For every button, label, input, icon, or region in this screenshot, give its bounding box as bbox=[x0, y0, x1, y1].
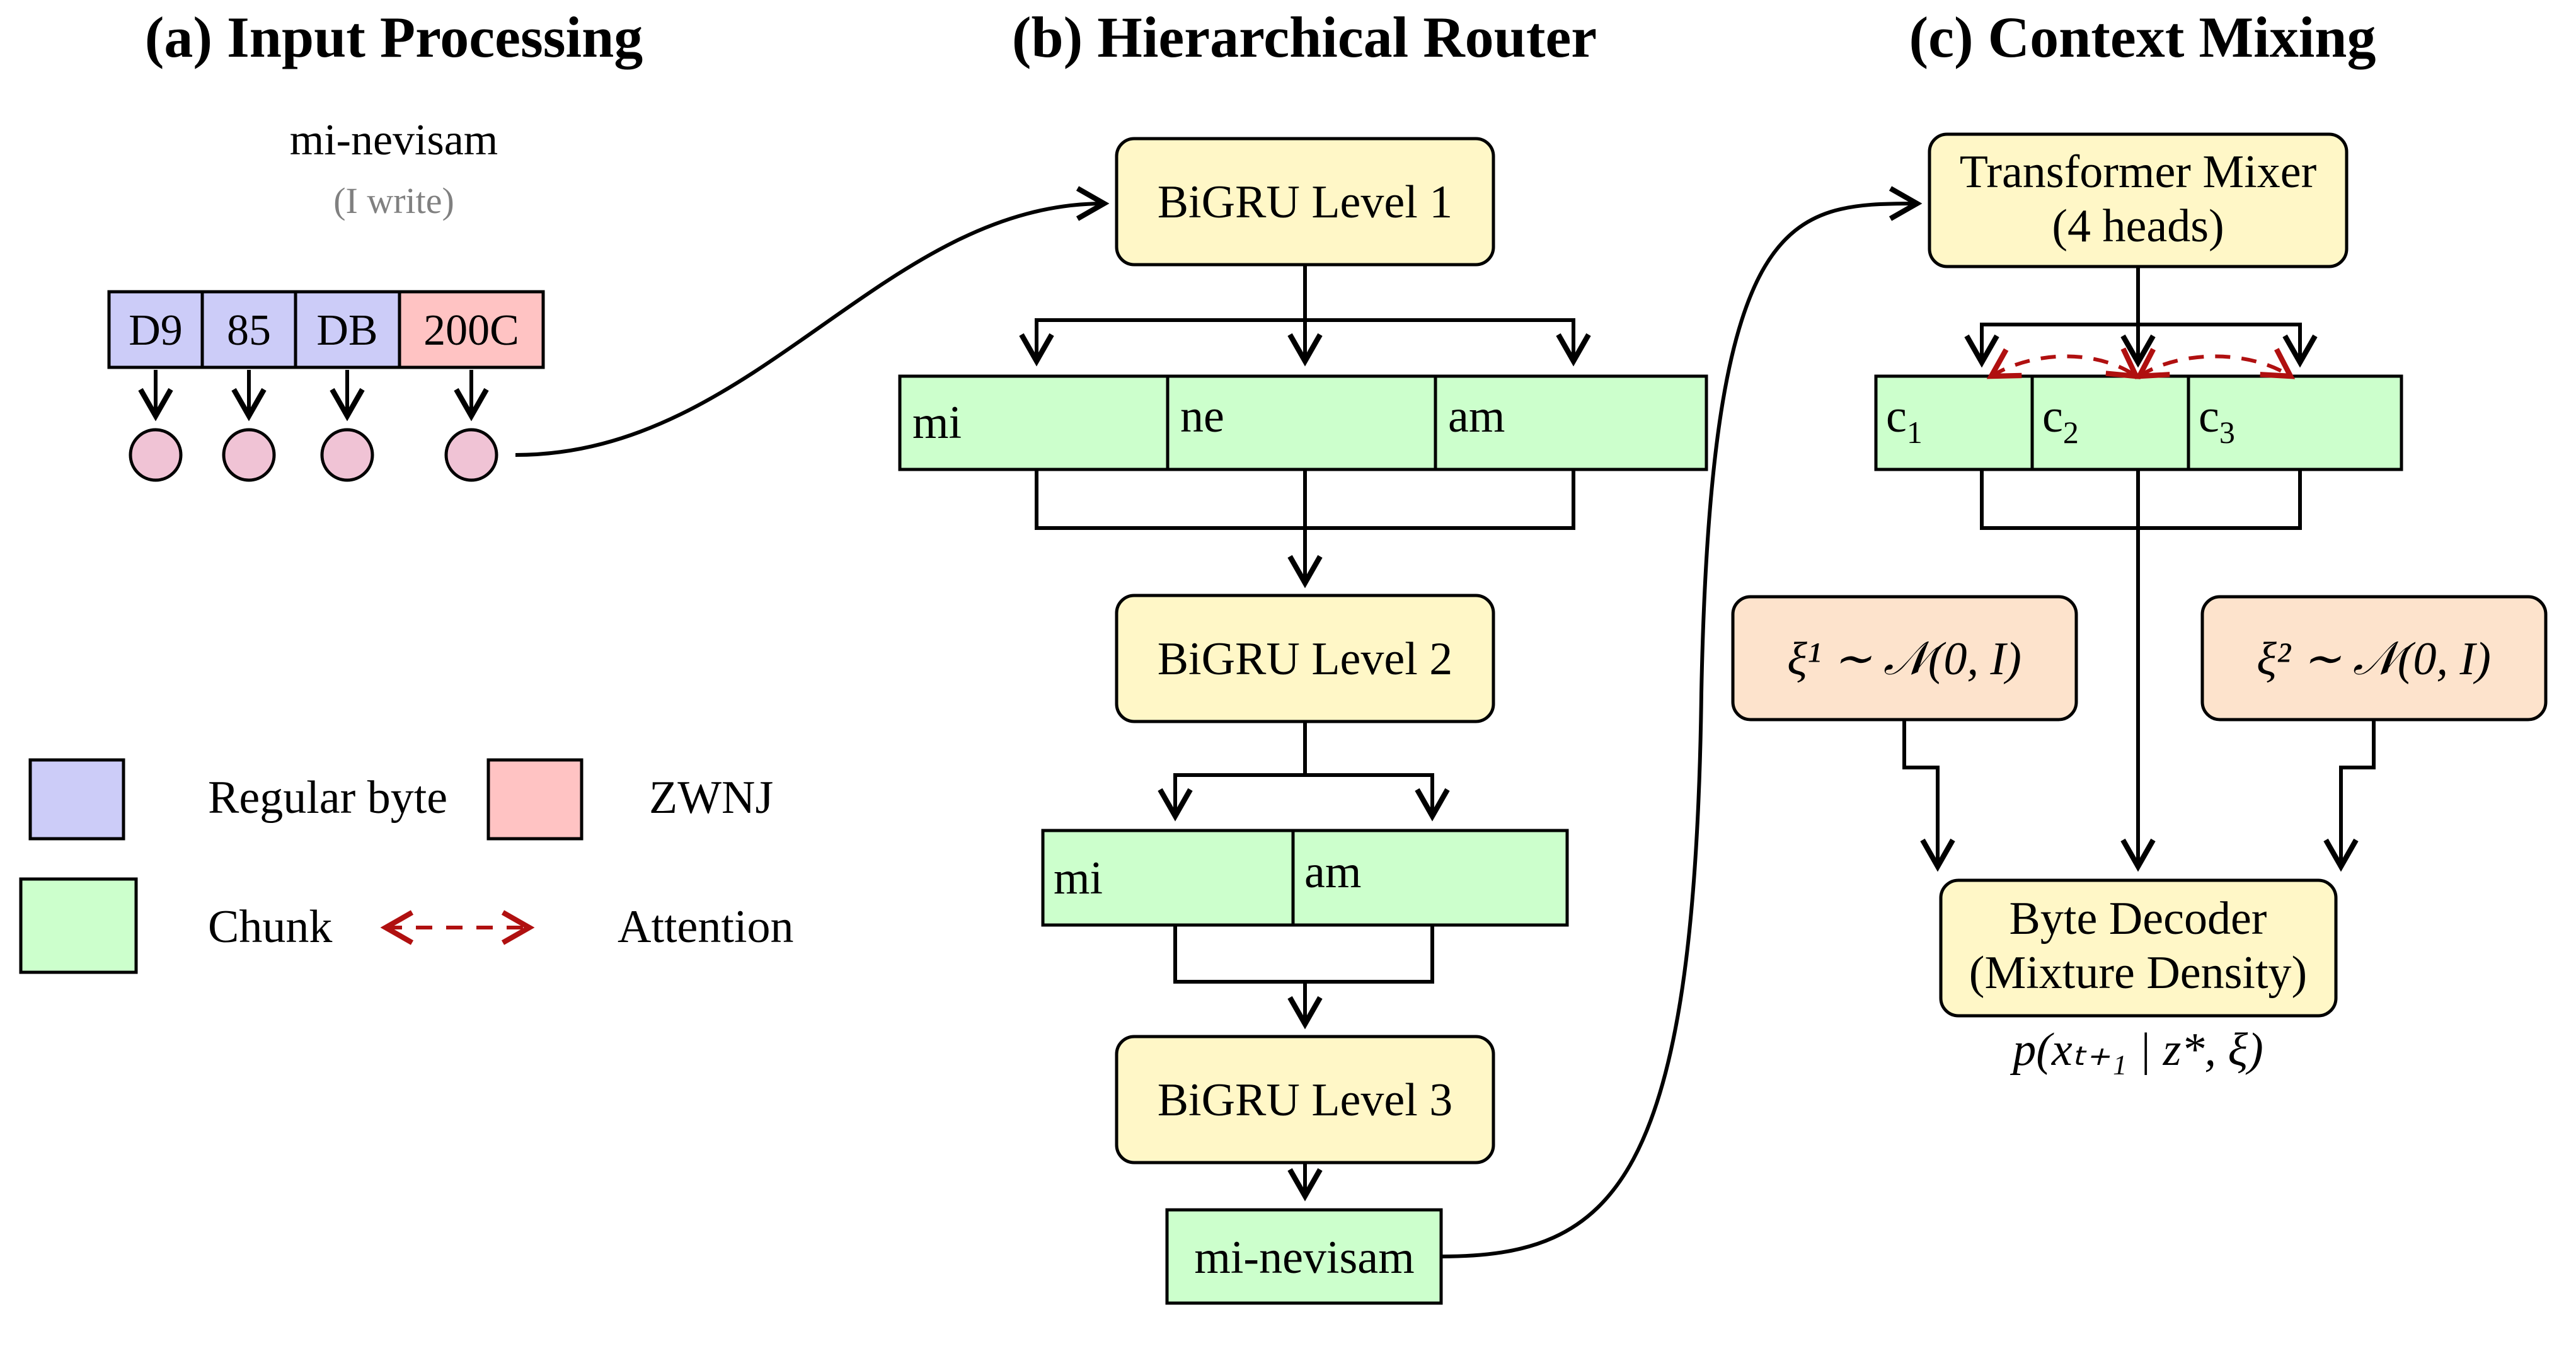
chunk-cell bbox=[898, 374, 1170, 471]
noise-to-decoder-arrows bbox=[1902, 720, 2376, 872]
bigru-level-3-label: BiGRU Level 3 bbox=[1158, 1074, 1453, 1126]
legend-attention-label: Attention bbox=[618, 901, 794, 953]
byte-row: D9 85 DB 200C bbox=[107, 290, 545, 369]
byte-embeddings bbox=[129, 428, 498, 482]
input-to-router-arrow bbox=[515, 186, 1110, 457]
level2-chunk-row: mi am bbox=[1041, 829, 1569, 927]
byte-cell bbox=[200, 290, 297, 369]
input-word: mi-nevisam bbox=[290, 116, 498, 164]
byte-decoder-block bbox=[1939, 878, 2338, 1018]
context-chunk-label: c3 bbox=[2199, 391, 2235, 450]
byte-label: DB bbox=[316, 306, 377, 355]
bigru-level-1-label: BiGRU Level 1 bbox=[1158, 176, 1453, 228]
chunk-cell bbox=[1166, 374, 1437, 471]
level1-chunk-row: mi ne am bbox=[898, 374, 1708, 471]
noise-1-label: ξ¹ ∼ 𝒩(0, I) bbox=[1787, 633, 2021, 685]
embedding-node bbox=[129, 428, 183, 482]
input-gloss: (I write) bbox=[333, 180, 454, 221]
context-chunk-cell bbox=[1874, 374, 2034, 471]
mixer-title: Transformer Mixer bbox=[1960, 146, 2317, 198]
byte-label: 200C bbox=[423, 306, 519, 355]
embedding-node bbox=[444, 428, 498, 482]
router-output-chunk bbox=[1165, 1208, 1443, 1305]
decoder-formula: p(xₜ₊₁ | z*, ξ) bbox=[2010, 1024, 2263, 1076]
chunk-label: am bbox=[1448, 391, 1505, 442]
mixer-split-arrows bbox=[1964, 267, 2318, 368]
level2-split-arrows bbox=[1158, 721, 1450, 822]
chunk-label: am bbox=[1304, 846, 1361, 898]
legend-chunk-label: Chunk bbox=[208, 901, 332, 953]
router-output-label: mi-nevisam bbox=[1194, 1232, 1414, 1284]
bigru-level-2-label: BiGRU Level 2 bbox=[1158, 633, 1453, 685]
panel-c-title: (c) Context Mixing bbox=[1909, 5, 2376, 69]
legend-regular-byte-label: Regular byte bbox=[208, 772, 447, 824]
context-chunk-label: c1 bbox=[1886, 391, 1923, 450]
panel-b-title: (b) Hierarchical Router bbox=[1012, 5, 1597, 69]
legend-chunk-swatch bbox=[19, 877, 138, 974]
chunk-cell bbox=[1434, 374, 1708, 471]
mixer-heads: (4 heads) bbox=[2052, 200, 2224, 252]
embedding-node bbox=[320, 428, 374, 482]
context-merge-lines bbox=[1980, 469, 2302, 872]
attention-arcs bbox=[1986, 347, 2296, 379]
byte-embedding-arrows bbox=[138, 370, 489, 422]
level1-merge-arrows bbox=[1035, 469, 1575, 589]
byte-cell bbox=[294, 290, 401, 369]
byte-label: 85 bbox=[227, 306, 271, 355]
zwnj-byte-cell bbox=[398, 290, 545, 369]
decoder-title: Byte Decoder bbox=[2010, 893, 2267, 945]
chunk-label: mi bbox=[1054, 853, 1103, 904]
chunk-label: ne bbox=[1180, 391, 1224, 442]
context-chunk-row: c1 c2 c3 bbox=[1874, 374, 2403, 471]
chunk-label: mi bbox=[912, 397, 962, 449]
decoder-subtitle: (Mixture Density) bbox=[1969, 947, 2307, 999]
panel-a-title: (a) Input Processing bbox=[145, 5, 643, 69]
legend-regular-byte-swatch bbox=[28, 758, 125, 841]
level1-split-arrows bbox=[1019, 265, 1591, 367]
chunk-cell bbox=[1291, 829, 1569, 927]
context-chunk-cell bbox=[2187, 374, 2403, 471]
router-to-mixer-arrow bbox=[1440, 186, 1923, 1258]
context-chunk-label: c2 bbox=[2042, 391, 2079, 450]
legend-zwnj-swatch bbox=[486, 758, 584, 841]
byte-cell bbox=[107, 290, 204, 369]
byte-label: D9 bbox=[129, 306, 183, 355]
embedding-node bbox=[222, 428, 276, 482]
legend-zwnj-label: ZWNJ bbox=[649, 772, 773, 824]
legend: Regular byte ZWNJ Chunk Attention bbox=[19, 758, 794, 974]
chunk-cell bbox=[1041, 829, 1295, 927]
noise-2-label: ξ² ∼ 𝒩(0, I) bbox=[2257, 633, 2491, 685]
context-chunk-cell bbox=[2030, 374, 2190, 471]
level2-merge-arrows bbox=[1173, 925, 1434, 1030]
